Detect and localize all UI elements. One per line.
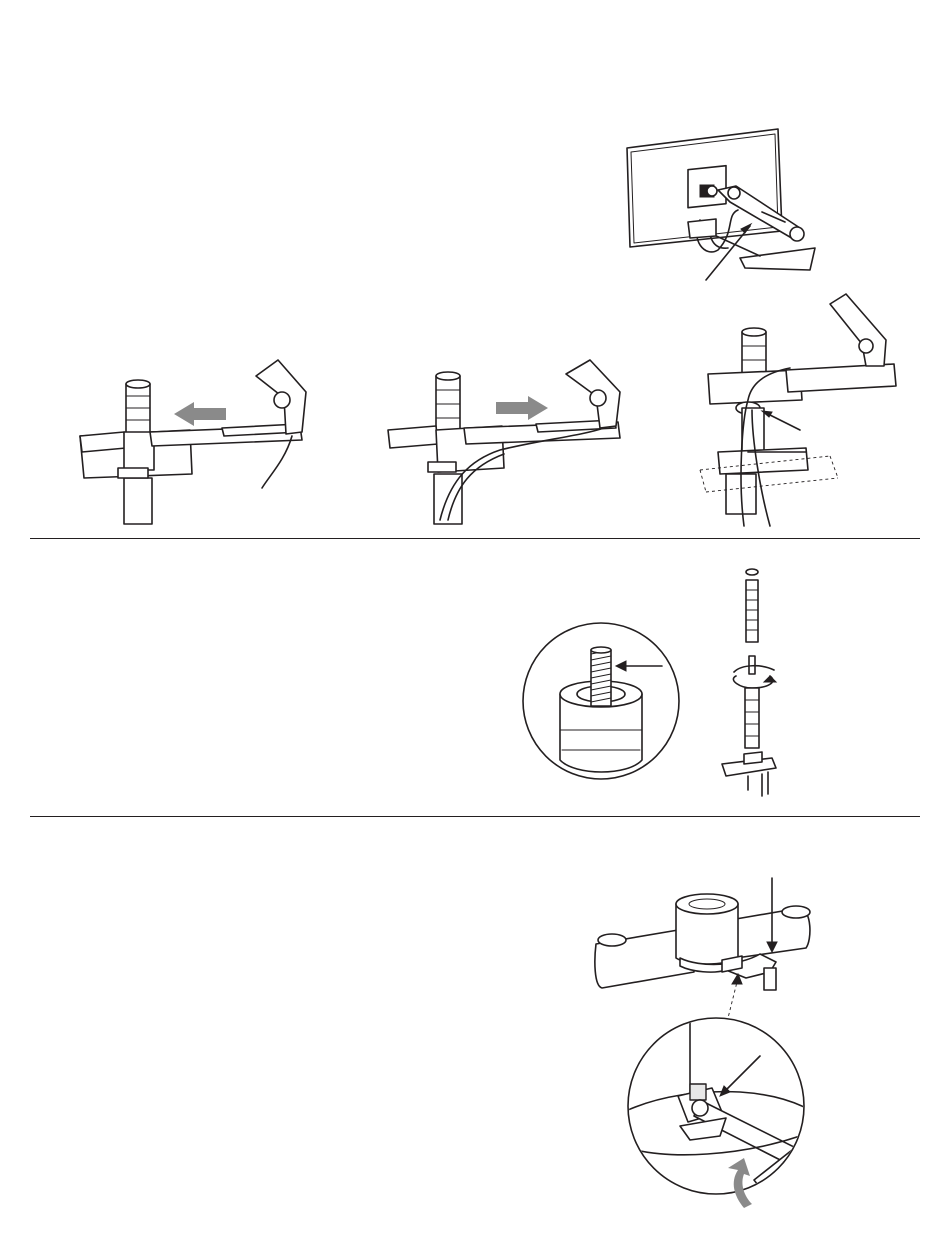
instruction-page [0, 0, 950, 1248]
hex-key-detail [0, 0, 950, 1248]
